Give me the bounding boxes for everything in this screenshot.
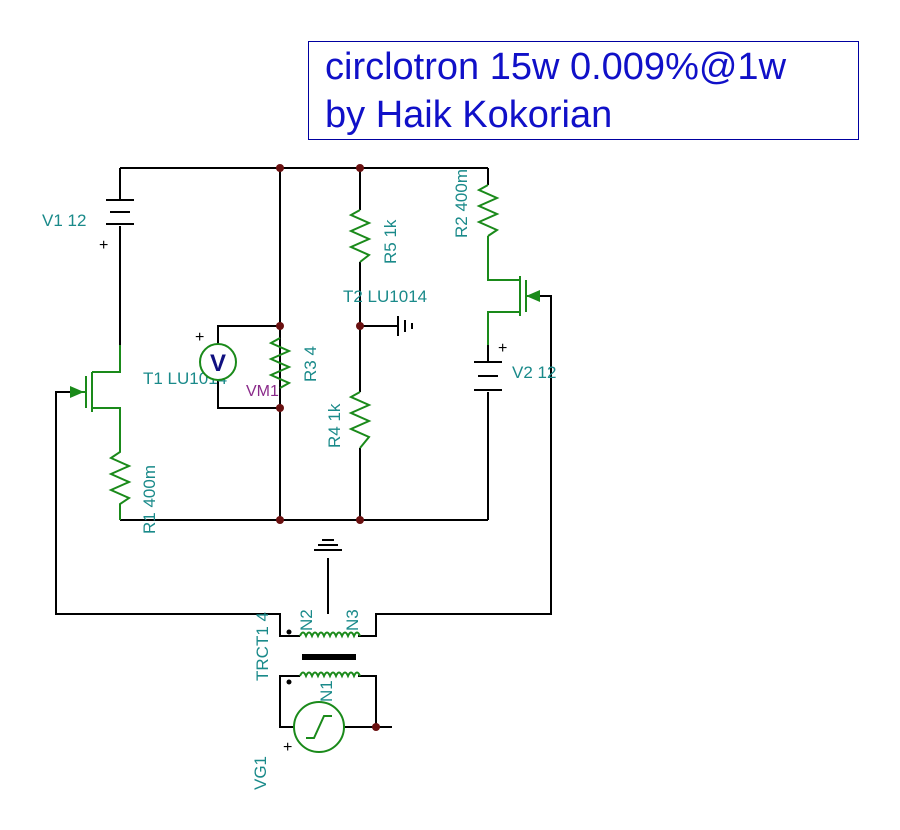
junction-dot	[276, 404, 284, 412]
junction-dot	[276, 164, 284, 172]
plus-sign-v2: +	[498, 340, 507, 357]
battery-v1	[106, 199, 134, 225]
junction-dot	[276, 516, 284, 524]
label-n3: N3	[343, 609, 362, 631]
label-n2: N2	[297, 609, 316, 631]
plus-sign-vg1: +	[283, 739, 292, 756]
voltmeter-vm1: V	[199, 343, 237, 381]
label-r4: R4 1k	[325, 403, 344, 448]
resistor-r4	[348, 391, 372, 449]
junction-dot	[356, 164, 364, 172]
label-r3: R3 4	[301, 346, 320, 382]
label-t2: T2 LU1014	[343, 287, 427, 306]
resistor-r5	[348, 209, 372, 263]
transformer-trct1	[286, 629, 361, 685]
junction-dots	[276, 164, 380, 731]
title-line-2: by Haik Kokorian	[325, 94, 613, 136]
ground-symbol-t2	[397, 316, 413, 336]
resistor-r3	[268, 337, 292, 389]
label-vm1: VM1	[246, 383, 279, 400]
title-box: circlotron 15w 0.009%@1w by Haik Kokoria…	[308, 41, 859, 140]
junction-dot	[372, 723, 380, 731]
ground-symbol-transformer	[314, 539, 342, 551]
resistor-r1	[108, 440, 132, 520]
label-r5: R5 1k	[381, 219, 400, 264]
label-r1: R1 400m	[140, 465, 159, 534]
junction-dot	[356, 516, 364, 524]
resistor-r2	[476, 184, 500, 237]
wires	[55, 167, 552, 728]
title-line-1: circlotron 15w 0.009%@1w	[325, 46, 787, 88]
label-r2: R2 400m	[452, 169, 471, 238]
label-v1: V1 12	[42, 211, 86, 230]
voltmeter-symbol: V	[210, 350, 226, 377]
plus-sign-vm1: +	[195, 329, 204, 346]
battery-v2	[474, 361, 502, 391]
label-trct1: TRCT1 4	[253, 612, 272, 681]
plus-sign-v1: +	[99, 237, 108, 254]
label-v2: V2 12	[512, 363, 556, 382]
mosfet-t2	[487, 236, 540, 345]
junction-dot	[276, 322, 284, 330]
signal-generator-vg1	[293, 701, 345, 753]
junction-dot	[356, 322, 364, 330]
label-n1: N1	[317, 680, 336, 702]
label-vg1: VG1	[251, 756, 270, 790]
mosfet-t1	[70, 345, 121, 440]
